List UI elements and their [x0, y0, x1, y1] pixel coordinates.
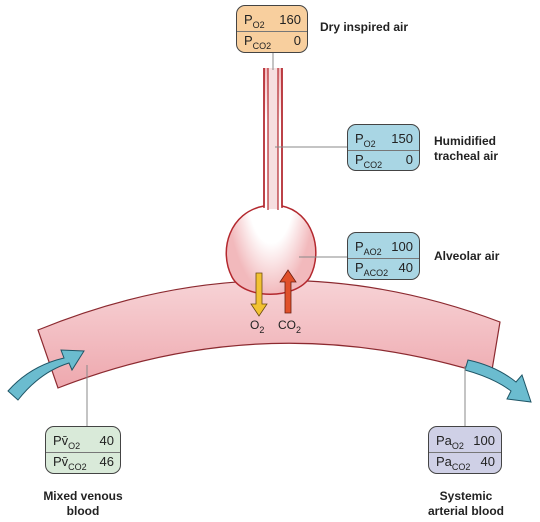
arterial-caption-line2: arterial blood — [427, 504, 504, 518]
tracheal-caption: Humidified tracheal air — [434, 134, 498, 164]
venous-caption-line1: Mixed venous — [43, 489, 123, 503]
alveolar-po2-value: 100 — [391, 239, 413, 254]
arterial-po2-value: 100 — [473, 433, 495, 448]
row-separator — [46, 452, 120, 453]
venous-pco2-value: 46 — [99, 454, 114, 469]
dry-air-caption: Dry inspired air — [320, 20, 409, 34]
label-main: P — [355, 131, 364, 146]
label-sub: CO2 — [363, 160, 383, 170]
tracheal-caption-line2: tracheal air — [434, 149, 499, 163]
label-main: P — [355, 239, 364, 254]
co2-label-sub: 2 — [296, 325, 302, 335]
co2-diffusion-arrow — [279, 269, 297, 314]
venous-inflow-arrow — [7, 349, 85, 401]
label-sub: O2 — [363, 139, 376, 149]
arterial-po2-row: PaO2 100 — [429, 431, 501, 451]
dry-air-pco2-value: 0 — [293, 33, 301, 48]
venous-values-box: Pv̄O2 40 Pv̄CO2 46 — [45, 426, 121, 474]
arterial-caption-line1: Systemic — [439, 489, 493, 503]
label-sub: CO2 — [68, 462, 87, 472]
venous-po2-row: Pv̄O2 40 — [46, 431, 120, 451]
venous-pco2-row: Pv̄CO2 46 — [46, 452, 120, 472]
label-sub: CO2 — [451, 462, 471, 472]
row-separator — [348, 150, 419, 151]
o2-label-sub: 2 — [259, 325, 265, 335]
venous-caption-line2: blood — [66, 504, 100, 518]
label-main: P — [244, 12, 253, 27]
label-main: P — [244, 33, 253, 48]
arterial-caption: Systemic arterial blood — [410, 489, 522, 519]
alveolar-values-box: PAO2 100 PACO2 40 — [347, 232, 420, 280]
o2-diffusion-arrow — [250, 272, 268, 317]
tracheal-values-box: PO2 150 PCO2 0 — [347, 124, 420, 171]
dry-air-values-box: PO2 160 PCO2 0 — [236, 5, 308, 53]
o2-label: O2 — [250, 318, 265, 335]
dry-air-pco2-row: PCO2 0 — [237, 31, 307, 51]
dry-air-po2-value: 160 — [279, 12, 301, 27]
arterial-pco2-value: 40 — [480, 454, 495, 469]
row-separator — [348, 258, 419, 259]
label-main: P — [355, 152, 364, 167]
label-sub: ACO2 — [363, 268, 389, 278]
tracheal-pco2-value: 0 — [405, 152, 413, 167]
venous-po2-value: 40 — [99, 433, 114, 448]
arterial-values-box: PaO2 100 PaCO2 40 — [428, 426, 502, 474]
row-separator — [429, 452, 501, 453]
label-main: Pa — [436, 433, 452, 448]
alveolar-pco2-row: PACO2 40 — [348, 258, 419, 278]
label-main: Pv̄ — [53, 433, 69, 448]
alveolar-caption: Alveolar air — [434, 249, 500, 263]
tracheal-caption-line1: Humidified — [434, 134, 496, 148]
pulmonary-capillary — [37, 279, 501, 389]
label-main: Pv̄ — [53, 454, 69, 469]
trachea-lumen — [268, 68, 278, 209]
co2-label: CO2 — [278, 318, 302, 335]
venous-caption: Mixed venous blood — [25, 489, 141, 519]
row-separator — [237, 31, 307, 32]
tracheal-po2-value: 150 — [391, 131, 413, 146]
label-sub: CO2 — [252, 41, 272, 51]
o2-label-main: O — [250, 318, 260, 332]
arterial-outflow-arrow — [464, 359, 532, 403]
tracheal-pco2-row: PCO2 0 — [348, 150, 419, 170]
alveolar-pco2-value: 40 — [398, 260, 413, 275]
label-main: Pa — [436, 454, 452, 469]
label-sub: O2 — [252, 20, 265, 30]
co2-label-main: CO — [278, 318, 296, 332]
dry-air-po2-row: PO2 160 — [237, 10, 307, 30]
label-sub: O2 — [451, 441, 464, 451]
label-sub: AO2 — [363, 247, 382, 257]
label-main: P — [355, 260, 364, 275]
alveolar-po2-row: PAO2 100 — [348, 237, 419, 257]
tracheal-po2-row: PO2 150 — [348, 129, 419, 149]
arterial-pco2-row: PaCO2 40 — [429, 452, 501, 472]
label-sub: O2 — [68, 441, 81, 451]
